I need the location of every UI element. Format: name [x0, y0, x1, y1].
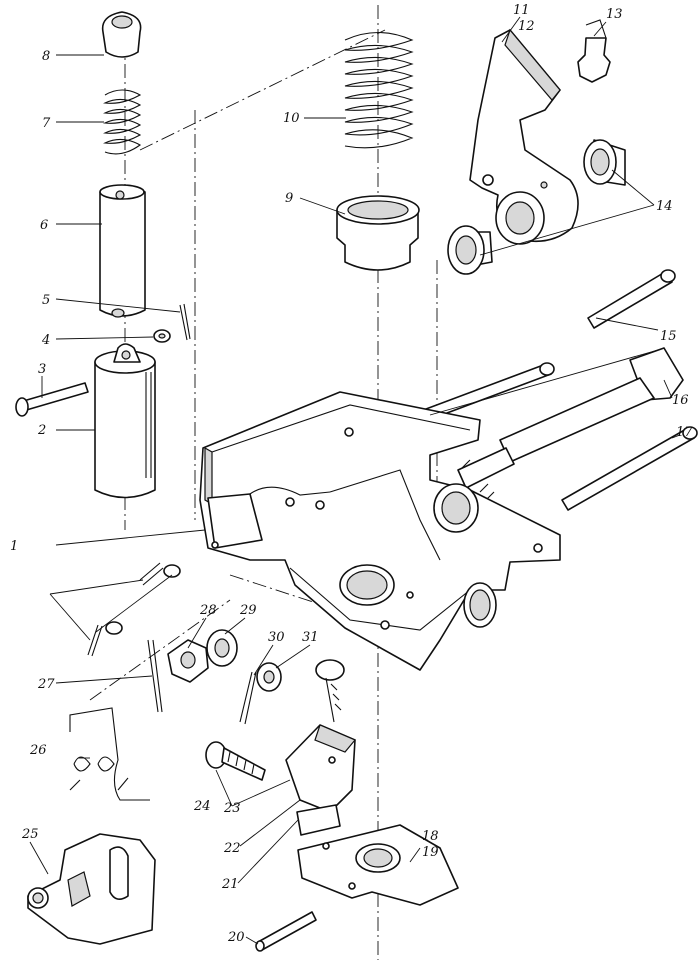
- callout-1: 1: [10, 539, 18, 554]
- part-5-cotter-lower: [87, 562, 164, 657]
- callout-21: 21: [221, 877, 239, 892]
- callout-28: 28: [199, 603, 217, 618]
- part-24-bolt: [205, 741, 266, 781]
- part-17-pin: [561, 426, 698, 511]
- part-9-cup: [336, 195, 420, 271]
- callout-2: 2: [37, 423, 46, 438]
- leader-lines: [29, 16, 681, 945]
- callout-13: 13: [606, 7, 623, 22]
- callout-24: 24: [193, 799, 211, 814]
- part-22-bracket: [285, 724, 356, 813]
- part-13-fitting: [577, 19, 611, 83]
- part-18-19-block: [297, 824, 459, 906]
- callout-18: 18: [422, 829, 439, 844]
- part-14-bushing-right: [583, 139, 626, 186]
- callout-29: 29: [239, 603, 257, 618]
- part-10-spring: [344, 32, 414, 149]
- callout-9: 9: [285, 191, 293, 206]
- callout-14: 14: [656, 199, 673, 214]
- part-30-cotter: [239, 671, 257, 725]
- callout-30: 30: [268, 630, 285, 645]
- part-25-housing: [27, 833, 156, 945]
- part-23-screw: [315, 659, 345, 723]
- part-7-spring: [103, 89, 142, 155]
- callout-12: 12: [518, 19, 535, 34]
- callout-25: 25: [21, 827, 39, 842]
- callout-19: 19: [422, 845, 439, 860]
- callout-10: 10: [283, 111, 300, 126]
- part-8-cap: [101, 11, 142, 58]
- part-29-washer: [206, 629, 238, 667]
- callout-23: 23: [223, 801, 241, 816]
- callout-3: 3: [38, 362, 46, 377]
- part-3-pin: [15, 382, 89, 417]
- part-15-pin-upper: [587, 269, 676, 329]
- callout-22: 22: [223, 841, 241, 856]
- part-21-shim: [296, 804, 341, 836]
- callout-8: 8: [42, 49, 50, 64]
- part-2-housing: [94, 343, 156, 499]
- callout-17: 17: [676, 425, 693, 440]
- callout-11: 11: [513, 3, 530, 18]
- callout-6: 6: [40, 218, 48, 233]
- part-11-12-lever: [469, 28, 579, 245]
- callout-16: 16: [672, 393, 689, 408]
- part-16-bolt: [457, 347, 684, 501]
- callout-5: 5: [42, 293, 50, 308]
- part-1-bracket: [199, 391, 561, 671]
- part-4-washer-upper: [153, 329, 171, 343]
- part-5-cotter-upper: [179, 303, 191, 341]
- callout-26: 26: [29, 743, 47, 758]
- part-26-spring: [69, 707, 150, 801]
- part-15-pin-lower: [417, 362, 555, 423]
- callout-27: 27: [37, 677, 55, 692]
- callout-31: 31: [302, 630, 319, 645]
- part-4-washer-lower: [105, 564, 181, 635]
- part-27-cotter: [147, 639, 163, 713]
- part-28-nut: [167, 639, 209, 683]
- callout-7: 7: [42, 116, 51, 131]
- part-14-bushing-left: [447, 225, 493, 275]
- callout-labels: 1 2 3 4 5 6 7 8 9 10 11 12 13 14 15 16 1…: [10, 3, 693, 945]
- callout-15: 15: [660, 329, 677, 344]
- callout-20: 20: [227, 930, 245, 945]
- part-6-plunger: [99, 184, 146, 318]
- part-31-washer: [256, 662, 282, 692]
- part-20-pin: [255, 911, 317, 952]
- callout-4: 4: [41, 333, 50, 348]
